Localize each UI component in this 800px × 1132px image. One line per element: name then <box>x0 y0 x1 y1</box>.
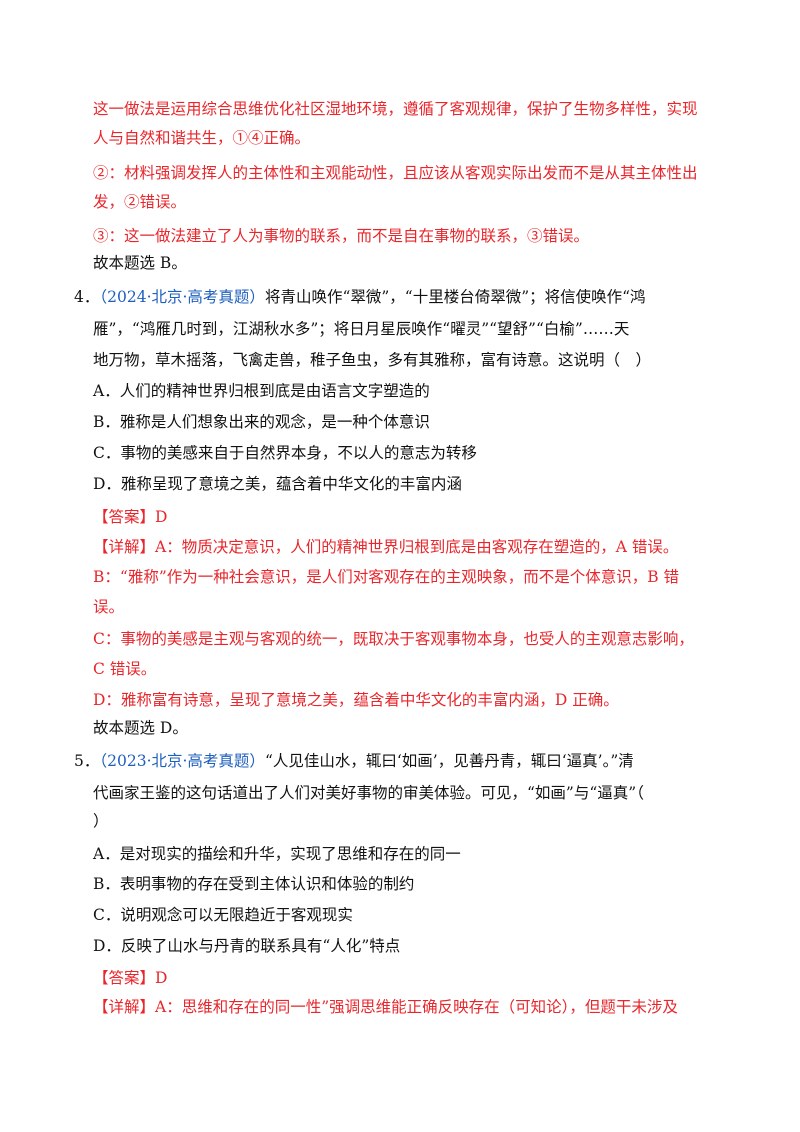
q5-option-c: C．说明观念可以无限趋近于客观现实 <box>93 906 353 924</box>
q4-option-a: A．人们的精神世界归根到底是由语言文字塑造的 <box>93 382 430 400</box>
q3-explanation-line-3: ②：材料强调发挥人的主体性和主观能动性，且应该从客观实际出发而不是从其主体性出 <box>93 164 698 182</box>
q4-source: （2024·北京·高考真题） <box>99 288 265 306</box>
q4-explanation-line-5: C 错误。 <box>93 660 157 678</box>
q3-explanation-line-1: 这一做法是运用综合思维优化社区湿地环境，遵循了客观规律，保护了生物多样性，实现 <box>93 100 698 118</box>
q3-explanation-line-4: 发，②错误。 <box>93 193 187 211</box>
q4-conclusion: 故本题选 D。 <box>93 719 188 737</box>
q4-explanation-line-4: C：事物的美感是主观与客观的统一，既取决于客观事物本身，也受人的主观意志影响， <box>93 630 694 648</box>
q4-explanation-line-2: B：“雅称”作为一种社会意识，是人们对客观存在的主观映象，而不是个体意识，B 错 <box>93 568 680 586</box>
q5-option-d: D．反映了山水与丹青的联系具有“人化”特点 <box>93 937 401 955</box>
q4-stem-line-3: 地万物，草木摇落，飞禽走兽，稚子鱼虫，多有其雅称，富有诗意。这说明（ ） <box>93 351 652 369</box>
q3-explanation-line-2: 人与自然和谐共生，①④正确。 <box>93 129 311 147</box>
q4-explanation-line-1: 【详解】A：物质决定意识，人们的精神世界归根到底是由客观存在塑造的，A 错误。 <box>93 538 679 556</box>
q4-explanation-line-6: D：雅称富有诗意，呈现了意境之美，蕴含着中华文化的丰富内涵，D 正确。 <box>93 691 619 709</box>
q5-answer: 【答案】D <box>93 969 168 987</box>
q4-stem-line-2: 雁”，“鸿雁几时到，江湖秋水多”；将日月星辰唤作“曜灵”“望舒”“白榆”……天 <box>93 320 630 338</box>
q5-option-a: A．是对现实的描绘和升华，实现了思维和存在的同一 <box>93 845 461 863</box>
q5-block: 5．（2023·北京·高考真题）“人见佳山水，辄曰‘如画’，见善丹青，辄曰‘逼真… <box>74 750 714 772</box>
q4-answer: 【答案】D <box>93 508 168 526</box>
q4-stem-line-1: 将青山唤作“翠微”，“十里楼台倚翠微”；将信使唤作“鸿 <box>264 288 646 306</box>
q3-conclusion: 故本题选 B。 <box>93 254 187 272</box>
q4-option-b: B．雅称是人们想象出来的观念，是一种个体意识 <box>93 413 430 431</box>
q4-explanation-line-3: 误。 <box>93 598 125 616</box>
q4-number: 4． <box>74 288 100 306</box>
q5-stem-line-3: ） <box>93 812 109 830</box>
q5-number: 5． <box>74 752 100 770</box>
q5-option-b: B．表明事物的存在受到主体认识和体验的制约 <box>93 875 415 893</box>
q4-block: 4．（2024·北京·高考真题）将青山唤作“翠微”，“十里楼台倚翠微”；将信使唤… <box>74 286 714 308</box>
q5-stem-line-2: 代画家王鉴的这句话道出了人们对美好事物的审美体验。可见，“如画”与“逼真”（ <box>93 784 644 802</box>
q3-explanation-line-5: ③：这一做法建立了人为事物的联系，而不是自在事物的联系，③错误。 <box>93 227 590 245</box>
q5-source: （2023·北京·高考真题） <box>99 752 265 770</box>
q4-option-c: C．事物的美感来自于自然界本身，不以人的意志为转移 <box>93 444 477 462</box>
q5-stem-line-1: “人见佳山水，辄曰‘如画’，见善丹青，辄曰‘逼真’。”清 <box>264 752 634 770</box>
q5-explanation-line-1: 【详解】A：思维和存在的同一性”强调思维能正确反映存在（可知论），但题干未涉及 <box>93 998 678 1016</box>
q4-option-d: D．雅称呈现了意境之美，蕴含着中华文化的丰富内涵 <box>93 475 462 493</box>
